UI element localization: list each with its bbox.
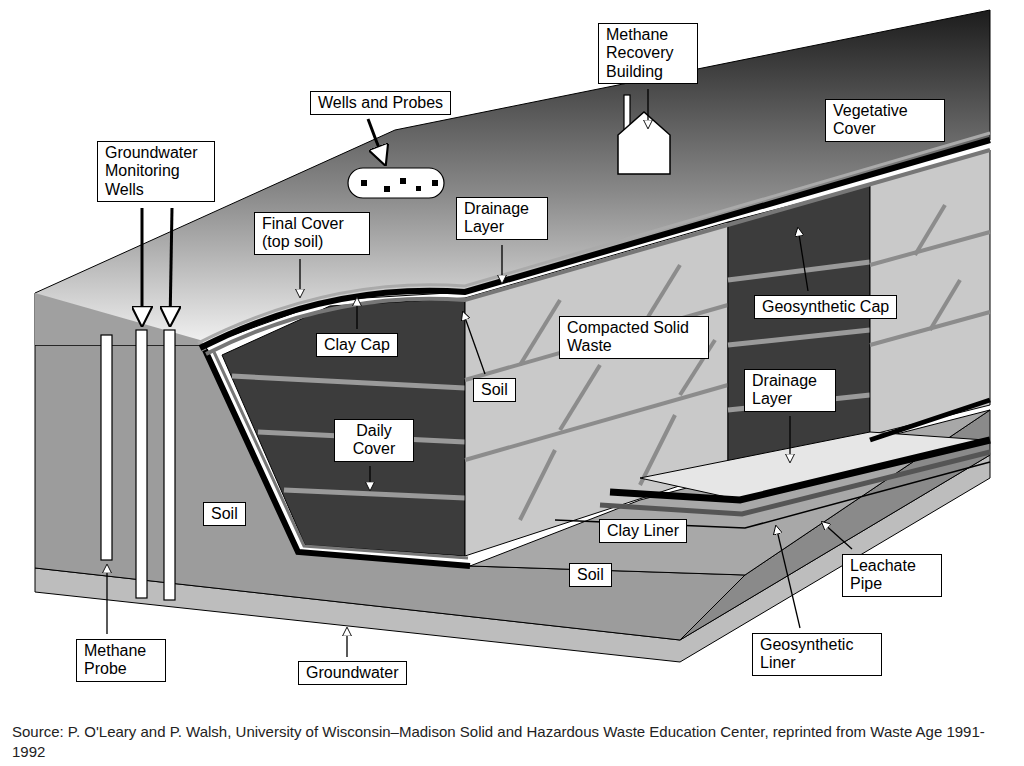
leader-lines xyxy=(107,89,852,657)
well-dots xyxy=(361,178,438,192)
label-box: Vegetative Cover xyxy=(825,99,945,142)
monitoring-well-pipe xyxy=(136,330,147,598)
label-box: Daily Cover xyxy=(334,419,414,462)
label-box: Clay Liner xyxy=(599,519,687,543)
geosynthetic-liner xyxy=(610,440,990,500)
label-text: Methane Recovery Building xyxy=(606,26,690,81)
label-text: Compacted Solid Waste xyxy=(567,319,701,356)
liner-edge xyxy=(870,400,990,440)
label-text: Geosynthetic Liner xyxy=(760,636,874,673)
wells-oval xyxy=(348,168,444,198)
label-box: Wells and Probes xyxy=(310,91,451,115)
waste-cut-face xyxy=(222,298,465,556)
monitoring-well-pipe xyxy=(164,330,175,600)
label-text: Soil xyxy=(481,381,508,399)
label-box: Clay Cap xyxy=(316,333,398,357)
label-text: Groundwater Monitoring Wells xyxy=(105,144,207,199)
label-text: Drainage Layer xyxy=(752,372,828,409)
label-text: Methane Probe xyxy=(84,642,158,679)
label-text: Final Cover (top soil) xyxy=(262,215,362,252)
label-box: Drainage Layer xyxy=(456,197,548,240)
label-text: Clay Liner xyxy=(607,522,679,540)
methane-building xyxy=(618,112,670,174)
compacted-waste-face-right xyxy=(870,150,990,435)
pit-liner-inner xyxy=(214,352,468,558)
label-box: Soil xyxy=(569,563,612,587)
label-box: Final Cover (top soil) xyxy=(254,212,370,255)
label-text: Wells and Probes xyxy=(318,94,443,112)
label-box: Soil xyxy=(203,502,246,526)
label-box: Geosynthetic Liner xyxy=(752,633,882,676)
label-box: Drainage Layer xyxy=(744,369,836,412)
label-text: Vegetative Cover xyxy=(833,102,937,139)
label-box: Groundwater xyxy=(298,661,407,685)
label-text: Drainage Layer xyxy=(464,200,540,237)
clay-liner-band xyxy=(600,452,990,514)
label-text: Groundwater xyxy=(306,664,399,682)
label-box: Geosynthetic Cap xyxy=(754,295,897,319)
label-box: Groundwater Monitoring Wells xyxy=(97,141,215,202)
source-caption: Source: P. O'Leary and P. Walsh, Univers… xyxy=(12,722,1012,761)
ground-edge xyxy=(35,293,205,345)
label-text: Clay Cap xyxy=(324,336,390,354)
waste-cut-face-right xyxy=(728,185,870,470)
methane-probe-pipe xyxy=(101,335,112,560)
label-box: Methane Probe xyxy=(76,639,166,682)
compacted-waste-face xyxy=(465,222,728,556)
label-box: Leachate Pipe xyxy=(842,554,942,597)
label-box: Soil xyxy=(473,378,516,402)
label-text: Leachate Pipe xyxy=(850,557,934,594)
label-text: Soil xyxy=(211,505,238,523)
label-box: Compacted Solid Waste xyxy=(559,316,709,359)
label-text: Daily Cover xyxy=(342,422,406,459)
label-text: Soil xyxy=(577,566,604,584)
waste-cell-lines-right xyxy=(870,205,990,345)
label-box: Methane Recovery Building xyxy=(598,23,698,84)
pit-liner xyxy=(205,350,470,566)
final-cover-layer xyxy=(198,133,990,343)
label-text: Geosynthetic Cap xyxy=(762,298,889,316)
